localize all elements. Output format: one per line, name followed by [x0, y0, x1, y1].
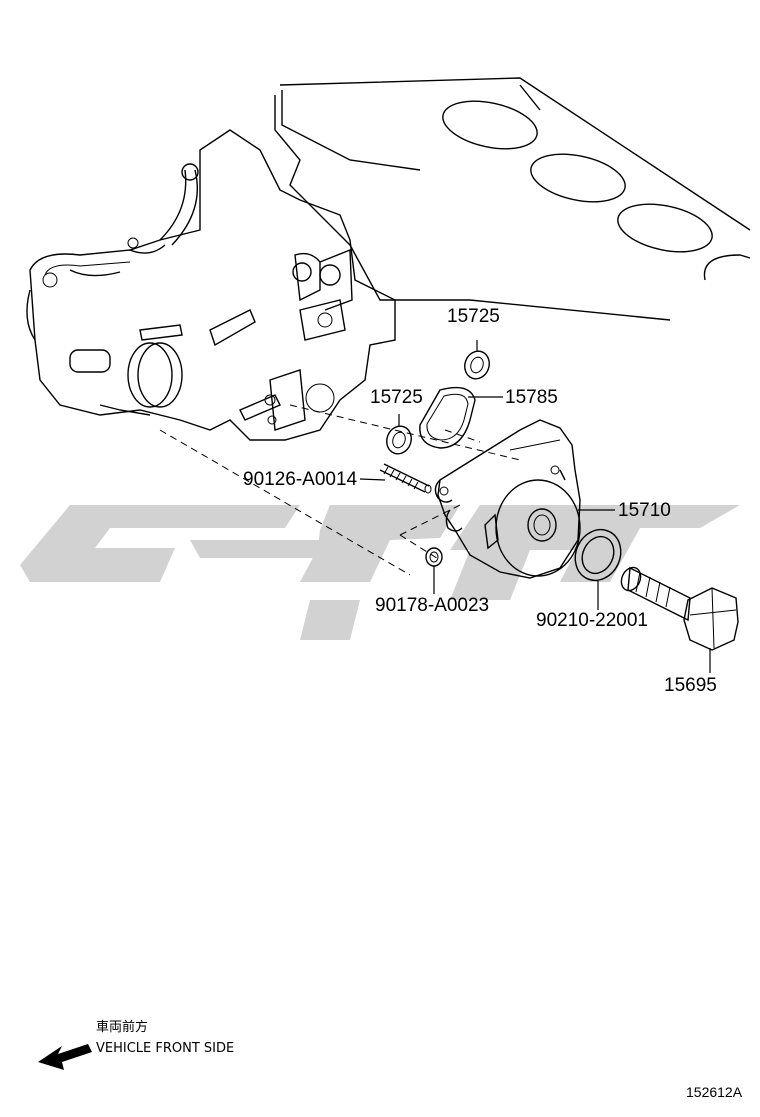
cylinder-block: [274, 77, 751, 321]
engine-housing: [26, 129, 396, 441]
callout-15725-upper: 15725: [447, 306, 500, 327]
callout-90210-22001: 90210-22001: [536, 610, 648, 631]
legend-english: VEHICLE FRONT SIDE: [96, 1041, 235, 1056]
callout-90178-a0023: 90178-A0023: [375, 595, 490, 616]
nut: [425, 547, 443, 567]
arrow-left-icon: [38, 1044, 92, 1070]
gasket: [419, 386, 476, 449]
union-bolt: [620, 566, 739, 651]
callout-15695: 15695: [664, 675, 717, 696]
callout-15785: 15785: [505, 387, 558, 408]
stud-bolt: [379, 463, 432, 494]
illustration-code: 152612A: [686, 1084, 743, 1100]
leader-lines: [359, 340, 711, 673]
oil-seal-upper: [464, 350, 490, 380]
legend-japanese: 車両前方: [96, 1020, 149, 1035]
oil-seal-lower: [386, 425, 412, 455]
watermark-logo: [20, 505, 740, 640]
callout-90126-a0014: 90126-A0014: [243, 469, 358, 490]
callout-15725-lower: 15725: [370, 387, 423, 408]
oil-filter-bracket: [434, 419, 581, 579]
callout-15710: 15710: [618, 500, 671, 521]
gasket-ring: [574, 528, 622, 582]
